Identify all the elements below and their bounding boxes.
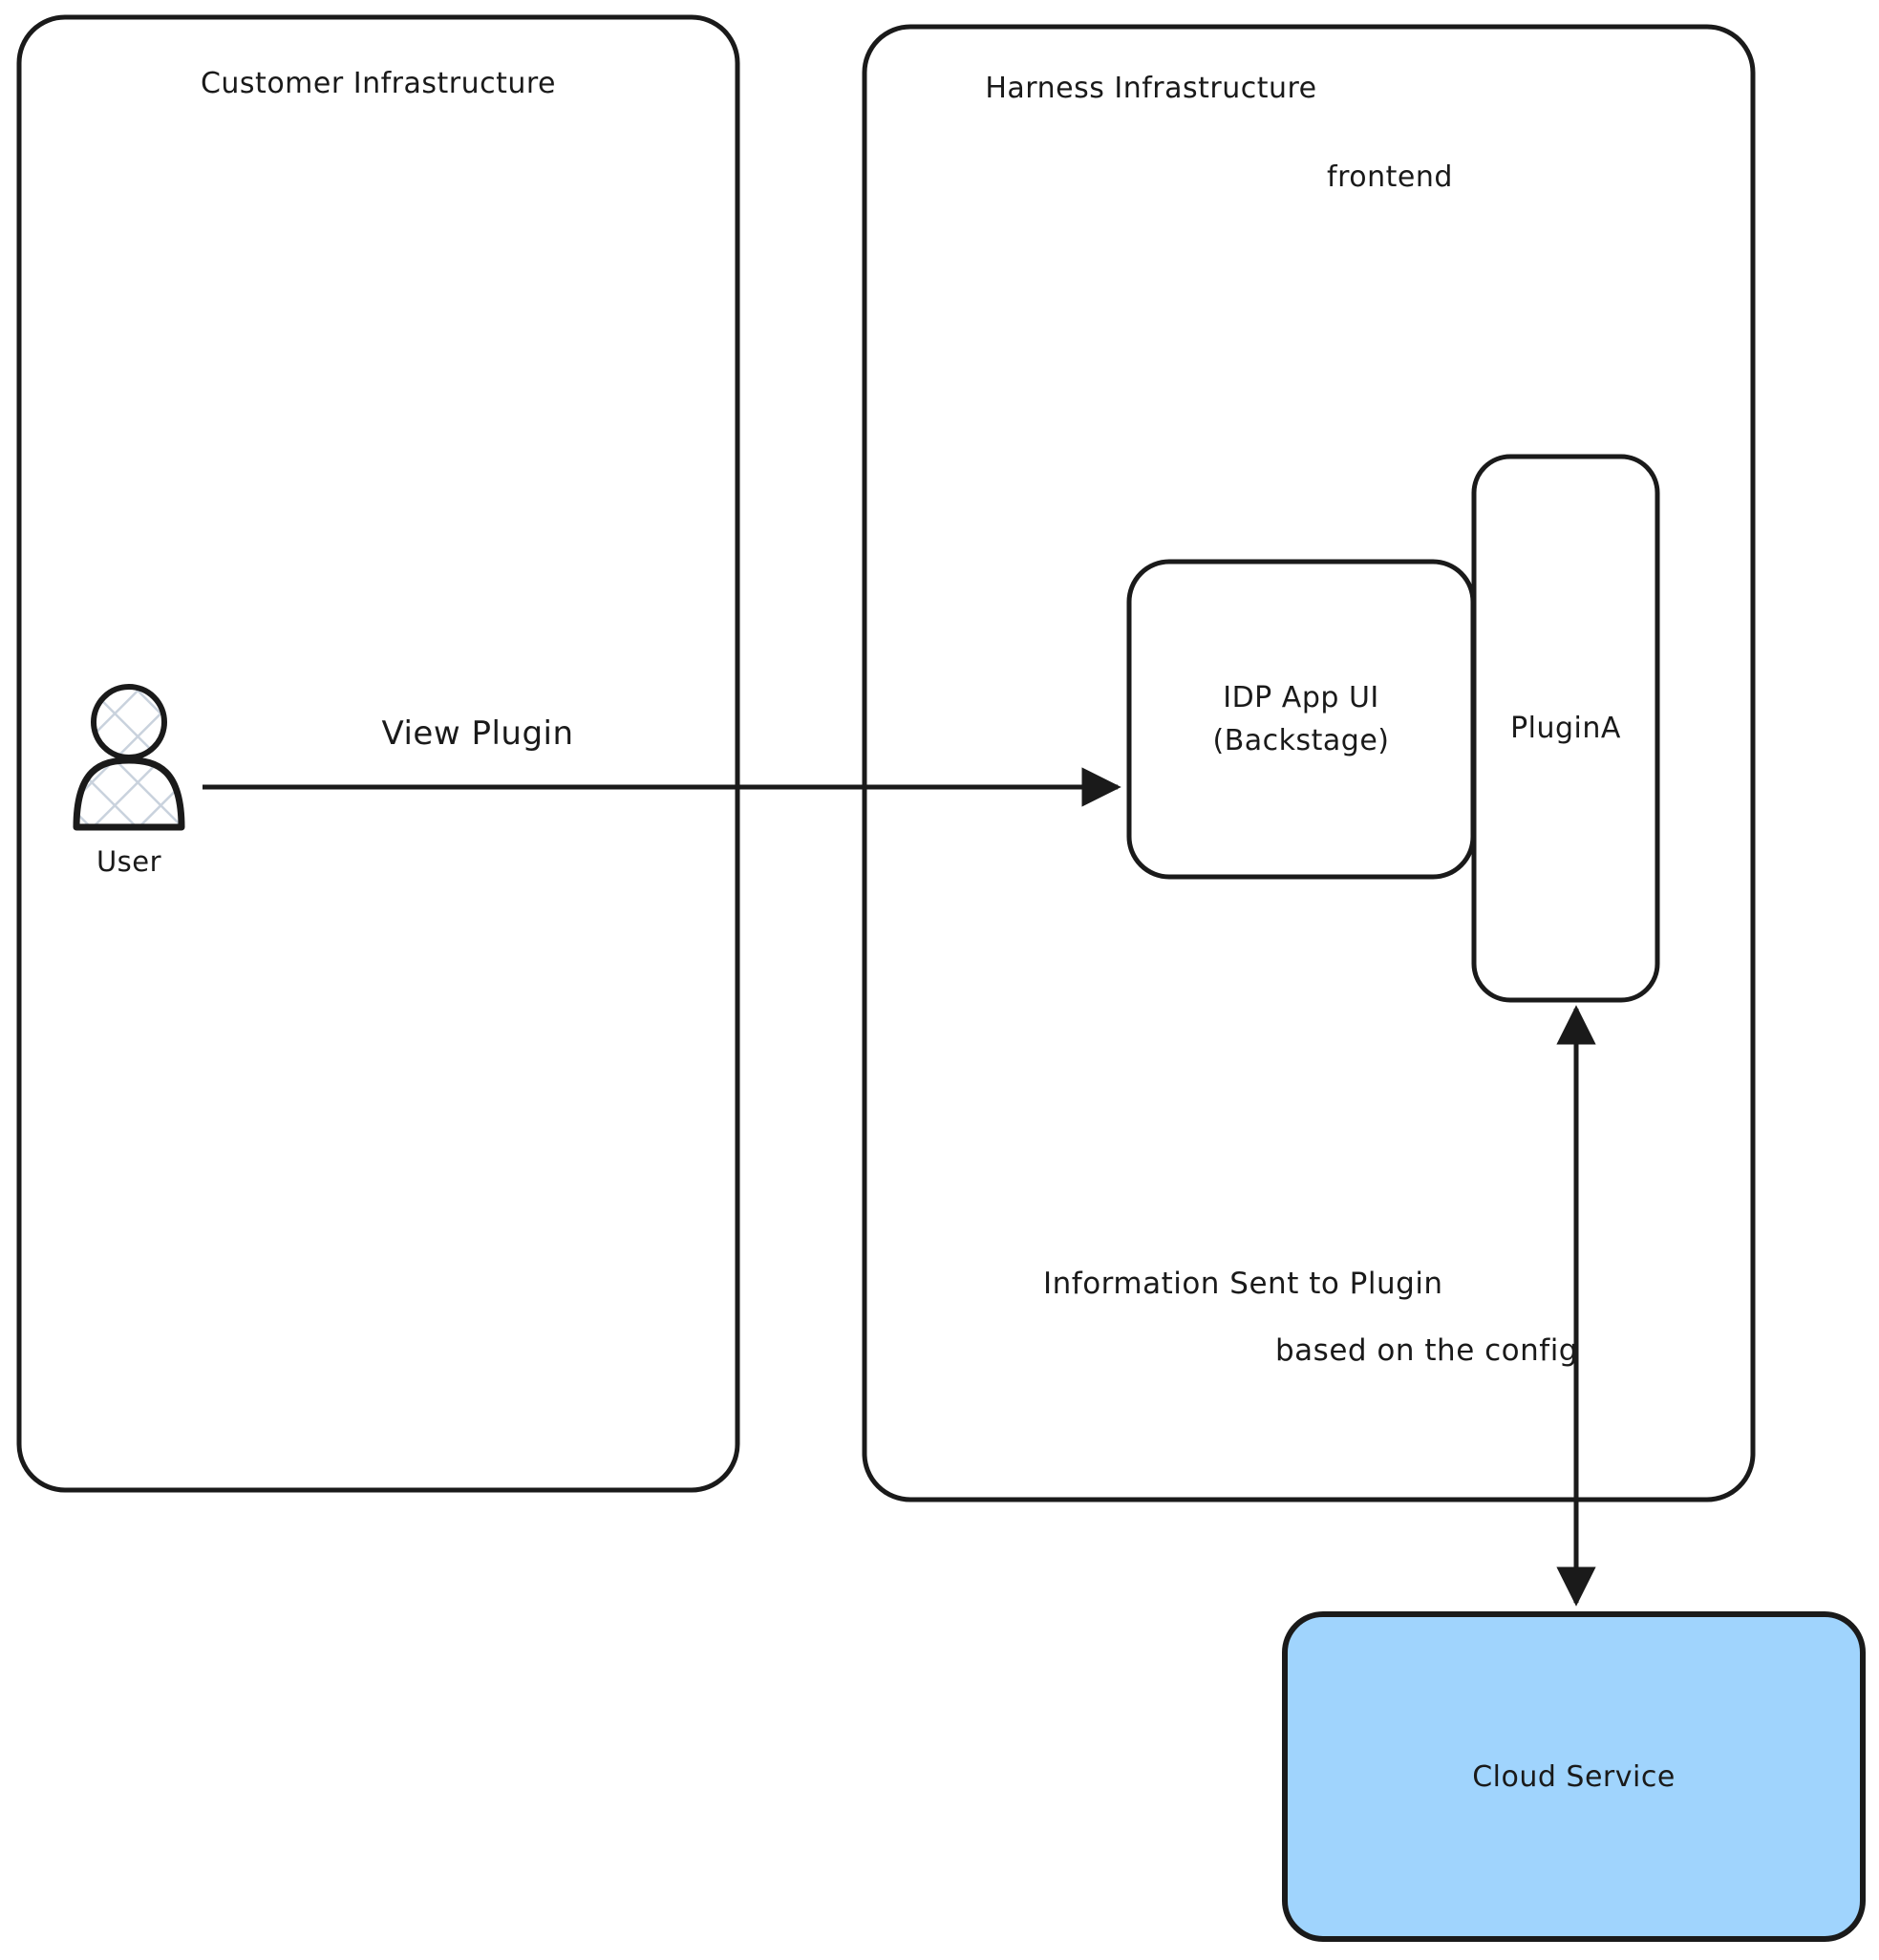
container-title-harness-infrastructure: Harness Infrastructure [985, 72, 1317, 105]
user-actor-icon [73, 684, 185, 831]
node-label-idp-app-ui-line1: IDP App UI [1223, 681, 1379, 714]
edge-label-view-plugin: View Plugin [381, 714, 574, 753]
edge-label-info-sent-line1: Information Sent to Plugin [1043, 1267, 1443, 1301]
node-idp-app-ui-box[interactable] [1126, 559, 1476, 880]
node-label-user: User [96, 845, 162, 878]
node-cloud-service-box[interactable] [1282, 1611, 1866, 1942]
node-label-cloud-service: Cloud Service [1472, 1760, 1676, 1794]
node-label-idp-app-ui-line2: (Backstage) [1212, 724, 1390, 757]
node-label-plugin-a: PluginA [1510, 712, 1621, 745]
group-title-frontend: frontend [1327, 160, 1453, 194]
node-plugin-a-box[interactable] [1471, 454, 1660, 1003]
container-customer-infrastructure [16, 14, 740, 1493]
container-title-customer-infrastructure: Customer Infrastructure [200, 67, 557, 100]
edge-label-info-sent-line2: based on the config [1275, 1333, 1578, 1368]
